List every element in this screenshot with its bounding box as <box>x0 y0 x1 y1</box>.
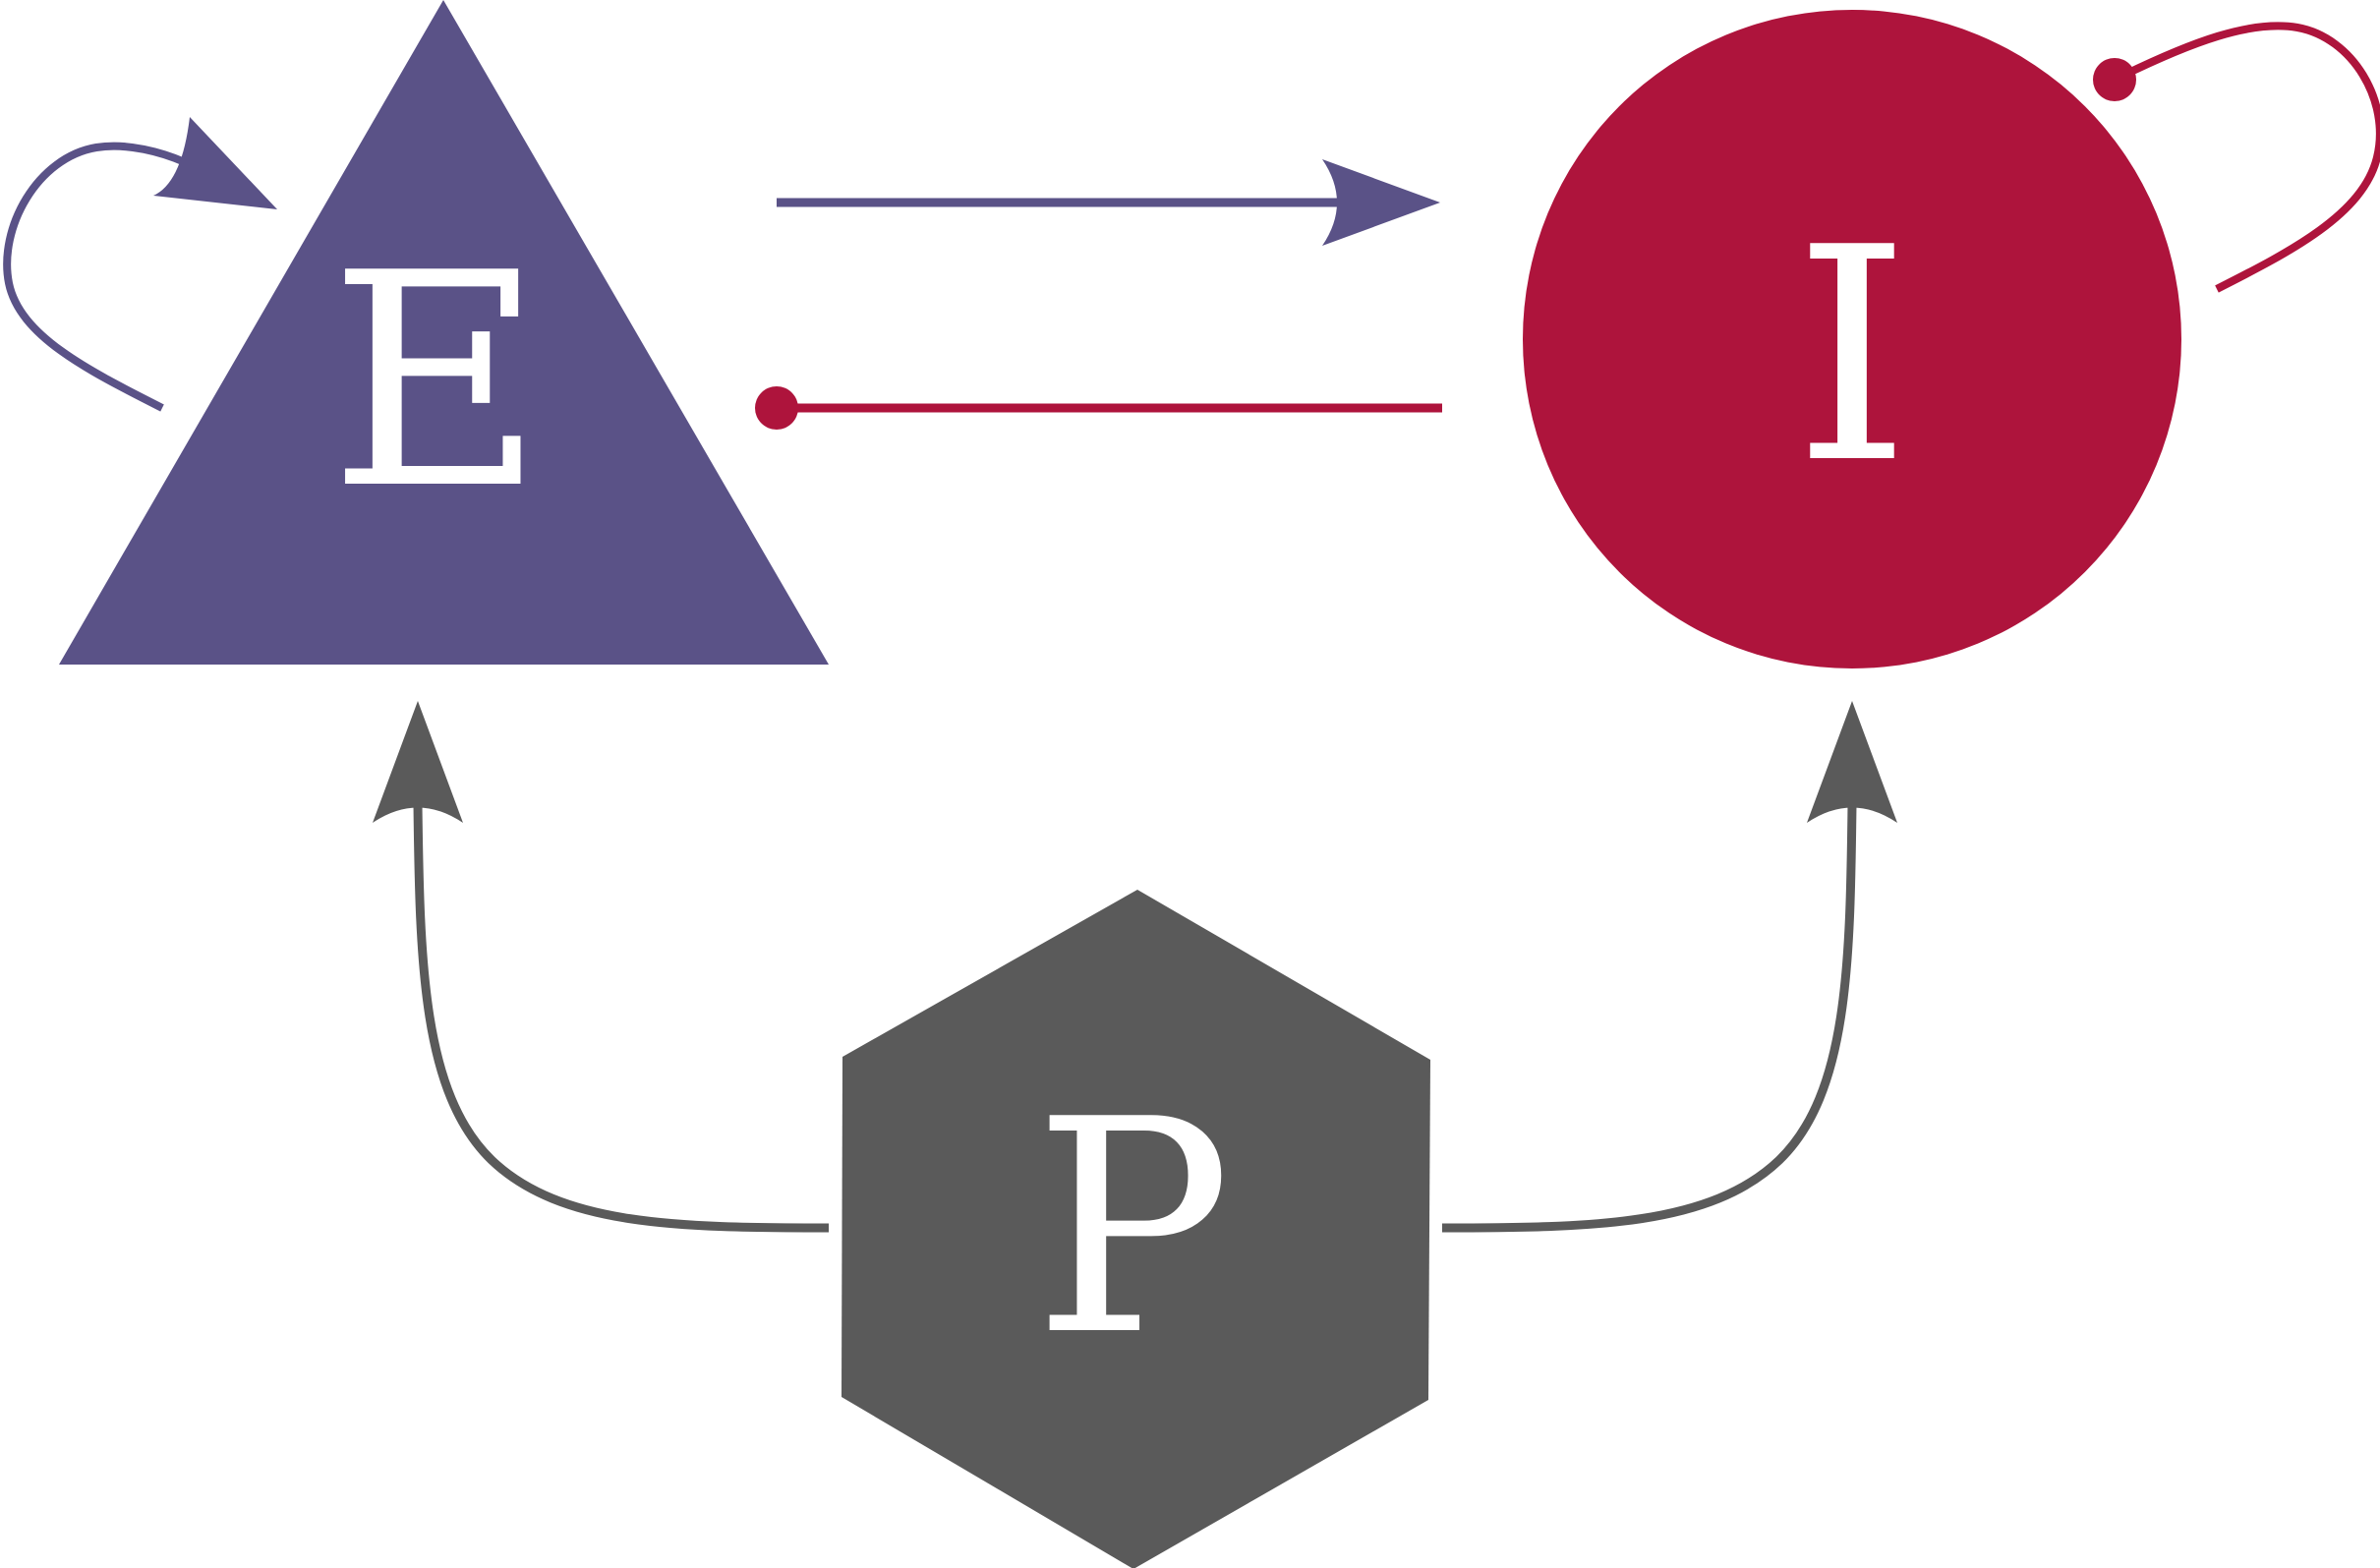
node-p-hexagon <box>842 890 1430 1568</box>
edge-e-to-i <box>777 159 1440 246</box>
node-e: E <box>59 0 829 665</box>
node-e-label: E <box>329 210 545 553</box>
edge-i-self-loop <box>2093 22 2380 293</box>
edge-p-to-e <box>373 701 830 1233</box>
node-p: P <box>842 890 1430 1568</box>
edge-e-self-loop <box>3 117 277 412</box>
node-i-circle <box>1523 10 2181 668</box>
arrowhead-e-self-loop <box>153 117 277 209</box>
node-i-label: I <box>1794 185 1911 528</box>
arrowhead-p-to-e <box>373 701 463 823</box>
edge-p-to-e-line <box>413 803 830 1233</box>
arrowhead-p-to-i <box>1807 701 1897 823</box>
node-p-label: P <box>1033 1057 1232 1400</box>
arrowhead-e-to-i <box>1322 159 1440 246</box>
node-e-triangle <box>59 0 829 665</box>
edge-i-self-loop-line <box>2113 22 2380 293</box>
edge-p-to-i <box>1441 701 1897 1233</box>
edge-i-to-e <box>755 386 1442 430</box>
edge-e-self-loop-line <box>3 142 187 412</box>
node-i: I <box>1523 10 2181 668</box>
edge-p-to-i-line <box>1441 803 1857 1233</box>
dot-i-self-loop <box>2093 58 2136 101</box>
dot-i-to-e <box>755 386 798 430</box>
